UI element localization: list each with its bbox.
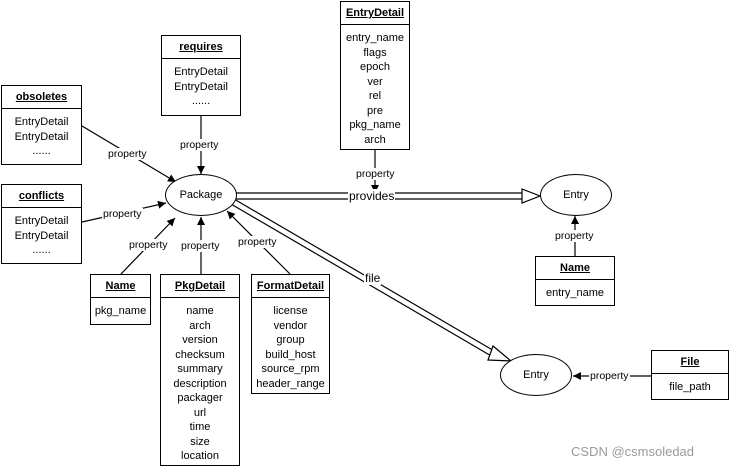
box-item: packager xyxy=(177,392,223,404)
box-item: ver xyxy=(367,75,383,88)
box-item: description xyxy=(173,377,227,390)
box-item: EntryDetail xyxy=(14,229,69,242)
box-item: header_range xyxy=(256,377,325,390)
box-name-pkg-title: Name xyxy=(91,275,150,298)
label-property-requires: property xyxy=(179,139,220,151)
box-item: summary xyxy=(177,363,223,375)
box-item: size xyxy=(190,435,210,448)
box-requires: requires EntryDetail EntryDetail ...... xyxy=(161,35,241,116)
box-item: entry_name xyxy=(545,287,605,299)
box-item: vendor xyxy=(273,319,308,332)
box-item: ...... xyxy=(32,145,51,157)
box-item: entry_name xyxy=(345,32,405,44)
node-entry-file: Entry xyxy=(500,354,572,396)
label-property-obsoletes: property xyxy=(107,148,148,160)
box-conflicts-title: conflicts xyxy=(2,185,81,208)
edge-file-arrowhead xyxy=(487,344,513,362)
box-entrydetail-title: EntryDetail xyxy=(341,2,409,25)
box-item: EntryDetail xyxy=(14,130,69,143)
box-item: arch xyxy=(364,133,386,146)
box-item: flags xyxy=(363,46,387,59)
edge-provides-arrowhead xyxy=(521,188,542,204)
node-entry-file-label: Entry xyxy=(523,369,549,381)
box-obsoletes: obsoletes EntryDetail EntryDetail ...... xyxy=(1,85,82,165)
label-file: file xyxy=(364,271,382,285)
node-entry-provides: Entry xyxy=(540,174,612,216)
label-property-conflicts: property xyxy=(102,208,143,220)
node-package-label: Package xyxy=(179,189,223,201)
label-property-name: property xyxy=(128,239,169,251)
box-item: version xyxy=(182,334,218,346)
box-item: source_rpm xyxy=(261,363,320,375)
box-item: EntryDetail xyxy=(174,66,228,78)
box-entrydetail: EntryDetail entry_name flags epoch ver r… xyxy=(340,1,410,150)
box-item: build_host xyxy=(265,348,316,361)
box-item: checksum xyxy=(175,348,225,361)
box-item: pkg_name xyxy=(349,119,401,131)
box-item: EntryDetail xyxy=(14,215,69,227)
box-item: EntryDetail xyxy=(14,116,69,128)
box-formatdetail: FormatDetail license vendor group build_… xyxy=(251,274,330,394)
box-item: ...... xyxy=(191,95,211,107)
box-item: url xyxy=(193,406,207,419)
box-item: rel xyxy=(368,90,382,102)
label-property-entrydetail: property xyxy=(355,168,396,180)
box-item: pkg_name xyxy=(94,305,147,317)
box-obsoletes-title: obsoletes xyxy=(2,86,81,109)
label-property-formatdetail: property xyxy=(237,236,278,248)
box-item: EntryDetail xyxy=(174,80,228,93)
box-item: license xyxy=(273,305,308,317)
box-file-title: File xyxy=(652,351,728,374)
box-item: time xyxy=(189,421,211,433)
label-property-nameentry: property xyxy=(554,230,595,242)
box-item: file_path xyxy=(669,381,711,393)
box-formatdetail-title: FormatDetail xyxy=(252,275,329,298)
box-name-entry: Name entry_name xyxy=(535,256,615,306)
label-provides: provides xyxy=(348,189,396,203)
label-property-pkgdetail: property xyxy=(180,240,221,252)
box-item: group xyxy=(276,334,305,346)
label-property-file: property xyxy=(589,370,630,382)
box-item: ...... xyxy=(32,244,51,256)
box-item: name xyxy=(186,305,214,317)
box-pkgdetail: PkgDetail name arch version checksum sum… xyxy=(160,274,240,466)
box-item: pre xyxy=(367,104,383,117)
box-requires-title: requires xyxy=(162,36,240,59)
box-conflicts: conflicts EntryDetail EntryDetail ...... xyxy=(1,184,82,264)
node-entry-provides-label: Entry xyxy=(563,189,589,201)
box-item: epoch xyxy=(360,61,390,73)
box-item: location xyxy=(181,450,219,462)
box-name-entry-title: Name xyxy=(536,257,614,280)
box-name-pkg: Name pkg_name xyxy=(90,274,151,325)
box-file: File file_path xyxy=(651,350,729,400)
watermark: CSDN @csmsoledad xyxy=(571,444,695,459)
box-pkgdetail-title: PkgDetail xyxy=(161,275,239,298)
box-item: arch xyxy=(189,319,211,332)
node-package: Package xyxy=(165,174,237,216)
